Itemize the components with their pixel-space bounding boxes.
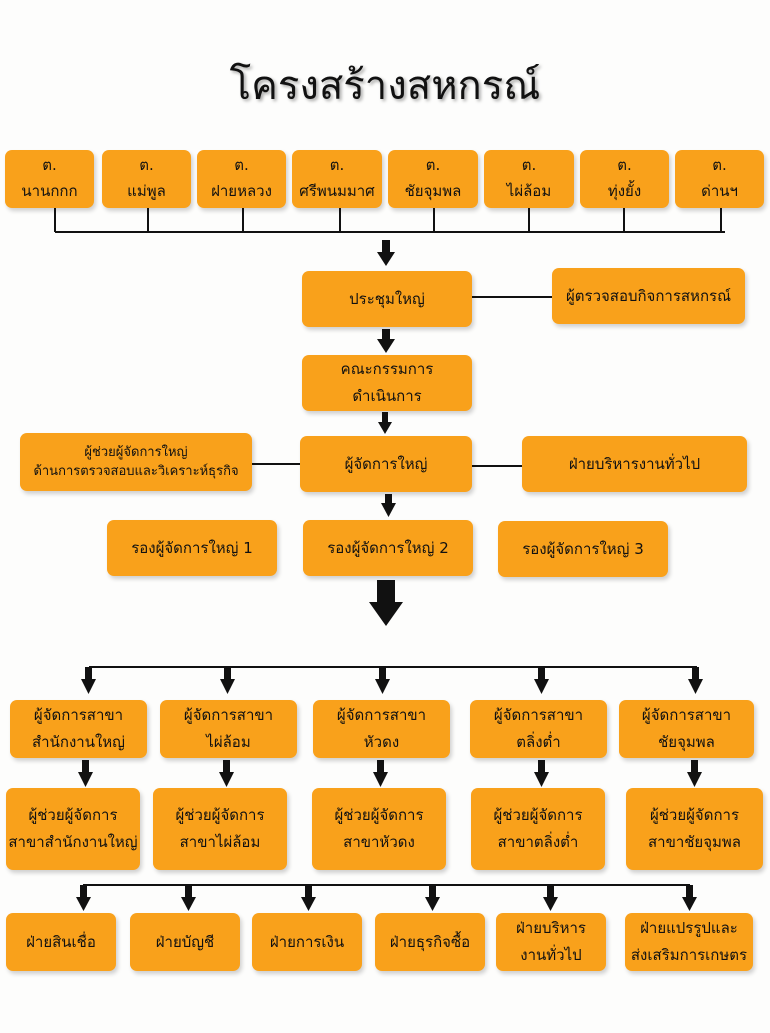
side-connectors [83, 296, 697, 886]
assistant-arrows [78, 760, 702, 787]
branch-arrows [81, 667, 703, 694]
auditor-box: ผู้ตรวจสอบกิจการสหกรณ์ [552, 268, 745, 324]
chart-title: โครงสร้างสหกรณ์ [229, 63, 541, 109]
district-prefix: ต. [521, 156, 537, 174]
department-box: ฝ่ายสินเชื่อ [6, 913, 116, 971]
branch-assistant-box: ผู้ช่วยผู้จัดการ สาขาไผ่ล้อม [153, 788, 287, 870]
district-prefix: ต. [139, 156, 154, 174]
branch-assistant-box: ผู้ช่วยผู้จัดการ สาขาตลิ่งต่ำ [471, 788, 605, 870]
branch-manager-box: ผู้จัดการสาขา สำนักงานใหญ่ [10, 700, 147, 758]
deputy-box: รองผู้จัดการใหญ่ 1 [107, 520, 277, 576]
district-box: ต. ศรีพนมมาศ [292, 150, 382, 208]
branch-assistant-box: ผู้ช่วยผู้จัดการ สาขาสำนักงานใหญ่ [6, 788, 140, 870]
branch-assistant-box: ผู้ช่วยผู้จัดการ สาขาหัวดง [312, 788, 446, 870]
district-name: นานกกก [21, 182, 78, 200]
district-name: ชัยจุมพล [404, 182, 462, 200]
district-name: ทุ่งยั้ง [607, 182, 642, 200]
district-prefix: ต. [329, 156, 345, 174]
branch-manager-box: ผู้จัดการสาขา หัวดง [313, 700, 450, 758]
general-meeting-box: ประชุมใหญ่ [302, 271, 472, 327]
department-box: ฝ่ายบัญชี [130, 913, 240, 971]
branch-manager-box: ผู้จัดการสาขา ไผ่ล้อม [160, 700, 297, 758]
department-box: ฝ่ายบริหาร งานทั่วไป [496, 913, 606, 971]
assistant-audit-box: ผู้ช่วยผู้จัดการใหญ่ ด้านการตรวจสอบและวิ… [20, 433, 252, 491]
branch-manager-box: ผู้จัดการสาขา ชัยจุมพล [619, 700, 754, 758]
district-prefix: ต. [712, 156, 727, 174]
district-prefix: ต. [234, 156, 249, 174]
general-manager-box: ผู้จัดการใหญ่ [300, 436, 472, 492]
district-box: ต. ไผ่ล้อม [484, 150, 574, 208]
district-prefix: ต. [425, 156, 441, 174]
district-name: ฝายหลวง [211, 182, 272, 200]
committee-box: คณะกรรมการ ดำเนินการ [302, 355, 472, 411]
district-box: ต. แม่พูล [102, 150, 191, 208]
general-admin-box: ฝ่ายบริหารงานทั่วไป [522, 436, 747, 492]
department-box: ฝ่ายการเงิน [252, 913, 362, 971]
district-prefix: ต. [617, 156, 632, 174]
district-prefix: ต. [42, 156, 57, 174]
district-box: ต. นานกกก [5, 150, 94, 208]
district-name: แม่พูล [127, 182, 166, 200]
district-bracket [54, 208, 725, 233]
department-box: ฝ่ายธุรกิจซื้อ [375, 913, 485, 971]
department-arrows [76, 885, 697, 911]
district-name: ไผ่ล้อม [506, 182, 552, 200]
deputy-box: รองผู้จัดการใหญ่ 3 [498, 521, 668, 577]
district-box: ต. ด่านฯ [675, 150, 764, 208]
district-name: ด่านฯ [701, 182, 738, 200]
department-box: ฝ่ายแปรรูปและ ส่งเสริมการเกษตร [625, 913, 753, 971]
district-name: ศรีพนมมาศ [299, 182, 375, 200]
district-box: ต. ชัยจุมพล [388, 150, 478, 208]
branch-assistant-box: ผู้ช่วยผู้จัดการ สาขาชัยจุมพล [626, 788, 763, 870]
district-box: ต. ทุ่งยั้ง [580, 150, 669, 208]
deputy-box: รองผู้จัดการใหญ่ 2 [303, 520, 473, 576]
down-arrows [369, 240, 403, 626]
branch-manager-box: ผู้จัดการสาขา ตลิ่งต่ำ [470, 700, 607, 758]
district-box: ต. ฝายหลวง [197, 150, 286, 208]
